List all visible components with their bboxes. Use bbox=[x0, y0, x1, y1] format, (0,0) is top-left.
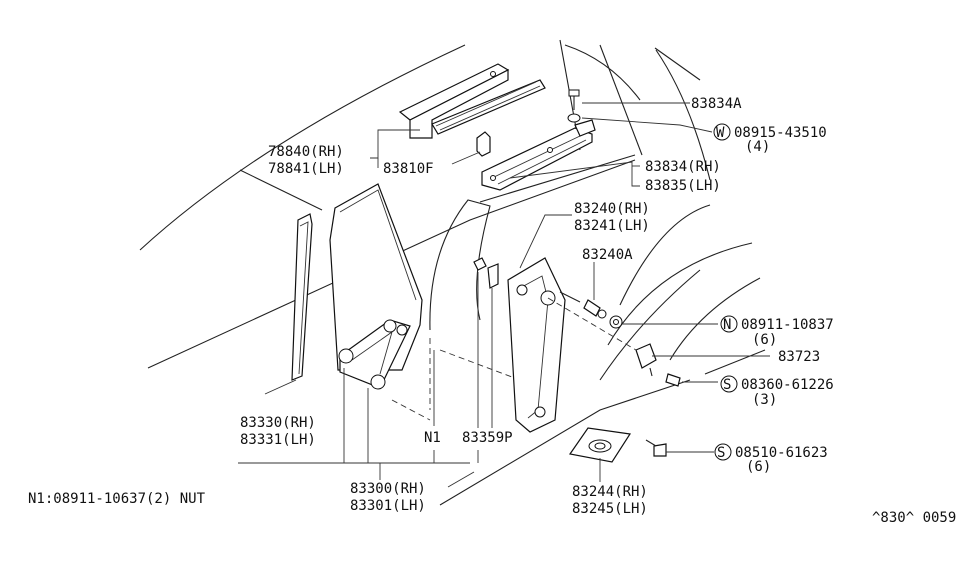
label-83301: 83301(LH) bbox=[350, 498, 426, 514]
glass-channel-bracket bbox=[338, 319, 411, 390]
clip-83810f bbox=[476, 131, 491, 157]
label-08915-43510: 08915-43510 bbox=[734, 125, 827, 141]
leader-lines bbox=[238, 102, 770, 488]
bolt-83834a bbox=[567, 89, 581, 123]
clip-83359p bbox=[473, 257, 499, 289]
roof-rail-78840 bbox=[398, 63, 546, 139]
label-83240a: 83240A bbox=[582, 247, 633, 263]
svg-text:W: W bbox=[716, 125, 725, 141]
label-83723: 83723 bbox=[778, 349, 820, 365]
label-83300: 83300(RH) bbox=[350, 481, 426, 497]
label-08911-qty: (6) bbox=[752, 332, 777, 348]
nut-08911-10837 bbox=[597, 309, 623, 329]
label-83240: 83240(RH) bbox=[574, 201, 650, 217]
bolt-83240a bbox=[559, 291, 601, 317]
label-83244: 83244(RH) bbox=[572, 484, 648, 500]
symbol-w-circle: W bbox=[713, 123, 731, 141]
label-78841: 78841(LH) bbox=[268, 161, 344, 177]
regulator-83240 bbox=[507, 257, 566, 433]
label-78840: 78840(RH) bbox=[268, 144, 344, 160]
label-83245: 83245(LH) bbox=[572, 501, 648, 517]
svg-text:S: S bbox=[717, 445, 725, 461]
symbol-n-circle: N bbox=[720, 315, 738, 333]
label-n1: N1 bbox=[424, 430, 441, 446]
quarter-panel-shape bbox=[391, 199, 521, 421]
leader-dash-1 bbox=[547, 297, 637, 351]
screw-08360-61226 bbox=[665, 373, 681, 387]
label-08510-61623: 08510-61623 bbox=[735, 445, 828, 461]
diagram-code: ^830^ 0059 bbox=[872, 510, 956, 526]
label-83330: 83330(RH) bbox=[240, 415, 316, 431]
symbol-s-circle-2: S bbox=[714, 443, 732, 461]
label-83835: 83835(LH) bbox=[645, 178, 721, 194]
bracket-83834 bbox=[481, 119, 596, 191]
svg-text:N: N bbox=[723, 317, 731, 333]
screw-08510-61623 bbox=[645, 439, 667, 457]
label-83359p: 83359P bbox=[462, 430, 513, 446]
label-83810f: 83810F bbox=[383, 161, 434, 177]
label-08911-10837: 08911-10837 bbox=[741, 317, 834, 333]
division-bar-83330 bbox=[291, 213, 313, 381]
clip-83723 bbox=[635, 343, 657, 377]
label-08915-qty: (4) bbox=[745, 139, 770, 155]
symbol-s-circle-1: S bbox=[720, 375, 738, 393]
label-83241: 83241(LH) bbox=[574, 218, 650, 234]
footnote-n1: N1:08911-10637(2) NUT bbox=[28, 491, 206, 507]
cover-83244 bbox=[568, 427, 632, 463]
svg-text:S: S bbox=[723, 377, 731, 393]
label-83834a: 83834A bbox=[691, 96, 742, 112]
label-08360-61226: 08360-61226 bbox=[741, 377, 834, 393]
label-08360-qty: (3) bbox=[752, 392, 777, 408]
label-83834: 83834(RH) bbox=[645, 159, 721, 175]
label-08510-qty: (6) bbox=[746, 459, 771, 475]
label-83331: 83331(LH) bbox=[240, 432, 316, 448]
